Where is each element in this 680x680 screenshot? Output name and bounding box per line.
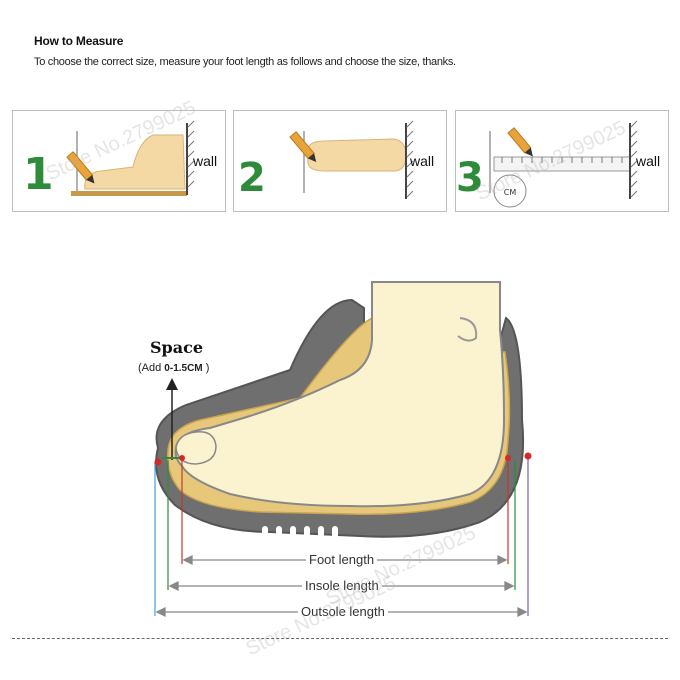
ankle-bone [457,317,478,342]
step-2-illustration: 2 [238,120,414,201]
sole-treads [262,526,338,538]
outsole-left-marker-dot [154,458,162,466]
step-panel-2: 2 wall [233,110,447,212]
step-2-wall-label: wall [410,153,435,169]
insole-length-arrow-right-head [504,580,515,592]
step-panel-1: 1 wall [12,110,226,212]
step-1-pencil-icon [66,151,95,184]
step-2-wall-hatch [406,120,414,198]
space-arrow-head-icon [166,378,178,390]
foot-left-marker-dot [179,455,185,461]
foot-length-arrow-left-head [182,554,193,566]
step-3-ruler-badge [493,174,527,208]
page-subtitle: To choose the correct size, measure your… [34,56,456,68]
step-number-3: 3 [456,155,484,201]
step-3-ruler-badge-label: CM [504,188,517,197]
foot-toe [175,431,217,465]
space-add-value: 0-1.5CM [164,363,203,374]
step-3-illustration: 3 CM [456,120,638,208]
step-number-1: 1 [23,149,54,200]
page-title: How to Measure [34,34,124,48]
step-panel-3: 3 CM wall [455,110,669,212]
space-add-suffix: ) [202,362,210,374]
step-1-floor [71,191,187,196]
step-1-wall-label: wall [193,153,218,169]
outsole-right-marker-dot [524,452,532,460]
bottom-dashed-divider [12,638,668,639]
space-title: Space [150,338,204,357]
step-2-pencil-icon [289,131,317,163]
space-add-prefix: (Add [138,362,165,374]
step-1-illustration: 1 [23,120,195,200]
insole-length-label: Insole length [302,578,382,593]
space-add-note: (Add 0-1.5CM ) [138,362,209,374]
foot-length-arrow-right-head [497,554,508,566]
outsole-length-arrow-right-head [517,606,528,618]
step-3-wall-hatch [630,120,638,198]
insole-length-arrow-left-head [168,580,179,592]
outsole-length-arrow-left-head [155,606,166,618]
outsole-length-label: Outsole length [298,604,388,619]
step-3-wall-label: wall [636,153,661,169]
foot-right-marker-dot [505,455,511,461]
step-number-2: 2 [238,155,266,201]
step-3-pencil-icon [507,127,533,157]
step-3-ruler-ticks [501,157,623,163]
foot-shape [174,281,506,508]
step-1-wall-hatch [187,120,195,188]
foot-length-label: Foot length [306,552,378,567]
